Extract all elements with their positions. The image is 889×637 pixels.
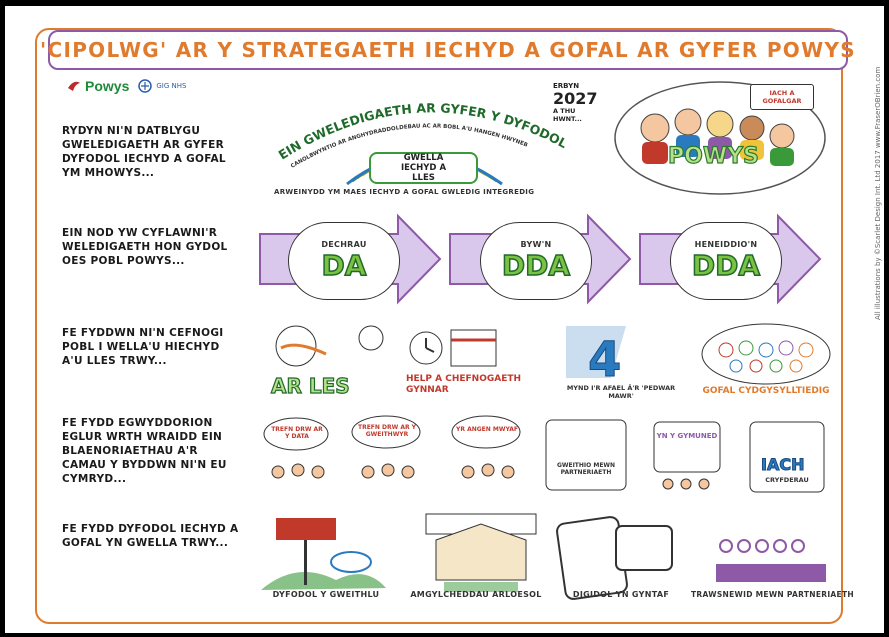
year-label: ERBYN	[553, 82, 580, 90]
row-text-principles: FE FYDD EGWYDDORION EGLUR WRTH WRAIDD EI…	[62, 417, 227, 485]
vision-footer: ARWEINYDD YM MAES IECHYD A GOFAL GWLEDIG…	[274, 188, 535, 196]
principle-label-2: TREFN DRW AR Y GWEITHWYR	[357, 424, 417, 438]
principle-label-6: CRYFDERAU	[765, 476, 809, 484]
principle-label-1: TREFN DRW AR Y DATA	[271, 426, 323, 440]
bird-icon	[68, 81, 80, 91]
future-graphics	[261, 513, 826, 600]
principle-label-3: YR ANGEN MWYAF	[456, 426, 518, 433]
iach-word: IACH	[761, 455, 804, 474]
row-text-future: FE FYDD DYFODOL IECHYD A GOFAL YN GWELLA…	[62, 523, 239, 549]
year-value: 2027	[553, 89, 598, 108]
side-credit-text: All illustrations by ©Scarlet Design Int…	[874, 66, 882, 320]
poster-panel	[35, 28, 843, 624]
nhs-logo: GIG NHS	[137, 78, 186, 94]
wellbeing-label-1: AR LES	[270, 373, 350, 398]
principle-label-4: GWEITHIO MEWN PARTNERIAETH	[556, 462, 616, 476]
wellbeing-label-3: MYND I'R AFAEL Â'R 'PEDWAR MAWR'	[566, 384, 676, 400]
powys-word: POWYS	[668, 144, 759, 169]
page-title: 'CIPOLWG' AR Y STRATEGAETH IECHYD A GOFA…	[40, 38, 856, 62]
arrow-main-2: DDA	[501, 248, 571, 283]
nhs-logo-text: GIG NHS	[156, 82, 187, 90]
vision-badge-text: GWELLA IECHYD A LLES	[400, 153, 447, 183]
wellbeing-label-2: HELP A CHEFNOGAETH GYNNAR	[406, 374, 522, 395]
arrow-main-1: DA	[321, 248, 367, 283]
people-cloud-graphic: POWYS	[614, 81, 826, 195]
future-caption-2: AMGYLCHEDDAU ARLOESOL	[410, 590, 542, 599]
future-row: DYFODOL Y GWEITHLU AMGYLCHEDDAU ARLOESOL…	[256, 510, 854, 602]
principle-label-5: YN Y GYMUNED	[656, 432, 718, 440]
life-stage-arrows: DECHRAU DA BYW'N DDA HENEIDDIO'N DDA	[258, 212, 833, 307]
arrow-top-2: BYW'N	[520, 240, 552, 249]
year-after: A THU HWNT...	[553, 107, 582, 123]
arrow-badge-2: BYW'N DDA	[480, 222, 592, 300]
vision-section: EIN GWELEDIGAETH AR GYFER Y DYFODOL CANO…	[262, 80, 592, 202]
side-credit: All illustrations by ©Scarlet Design Int…	[874, 60, 886, 320]
year-block: ERBYN 2027 A THU HWNT...	[553, 82, 605, 132]
arrow-badge-1: DECHRAU DA	[288, 222, 400, 300]
vision-badge: GWELLA IECHYD A LLES	[369, 152, 478, 184]
arrow-top-3: HENEIDDIO'N	[694, 240, 758, 249]
sign-iach: IACH A GOFALGAR	[750, 84, 814, 110]
wellbeing-row: 4 AR LES HELP A CHEFNOGAETH GYNNAR MYND …	[256, 318, 836, 406]
future-caption-3: DIGIDOL YN GYNTAF	[572, 590, 670, 599]
wellbeing-label-4: GOFAL CYDGYSYLLTIEDIG	[702, 386, 830, 396]
row-text-wellbeing: FE FYDDWN NI'N CEFNOGI POBL I WELLA'U HI…	[62, 327, 224, 367]
powys-logo-text: Powys	[85, 78, 130, 94]
arrow-main-3: DDA	[691, 248, 761, 283]
principles-row: IACH TREFN DRW AR Y DATA TREFN DRW AR Y …	[256, 412, 836, 508]
logos: Powys GIG NHS	[66, 78, 186, 94]
wellbeing-graphics: 4	[275, 323, 831, 389]
row-text-vision: RYDYN NI'N DATBLYGU GWELEDIGAETH AR GYFE…	[62, 125, 226, 179]
future-caption-1: DYFODOL Y GWEITHLU	[272, 590, 380, 599]
arrow-top-1: DECHRAU	[321, 240, 367, 249]
future-caption-4: TRAWSNEWID MEWN PARTNERIAETH	[691, 590, 854, 599]
powys-people-illustration: POWYS IACH A GOFALGAR	[610, 78, 830, 198]
row-text-aim: EIN NOD YW CYFLAWNI'R WELEDIGAETH HON GY…	[62, 227, 228, 267]
nhs-emblem-icon	[138, 79, 153, 93]
big-four-number: 4	[588, 332, 621, 388]
powys-logo: Powys	[66, 78, 129, 94]
arrow-badge-3: HENEIDDIO'N DDA	[670, 222, 782, 300]
title-banner: 'CIPOLWG' AR Y STRATEGAETH IECHYD A GOFA…	[40, 30, 855, 70]
principles-graphics: IACH	[263, 415, 825, 493]
sign-iach-text: IACH A GOFALGAR	[762, 89, 802, 105]
